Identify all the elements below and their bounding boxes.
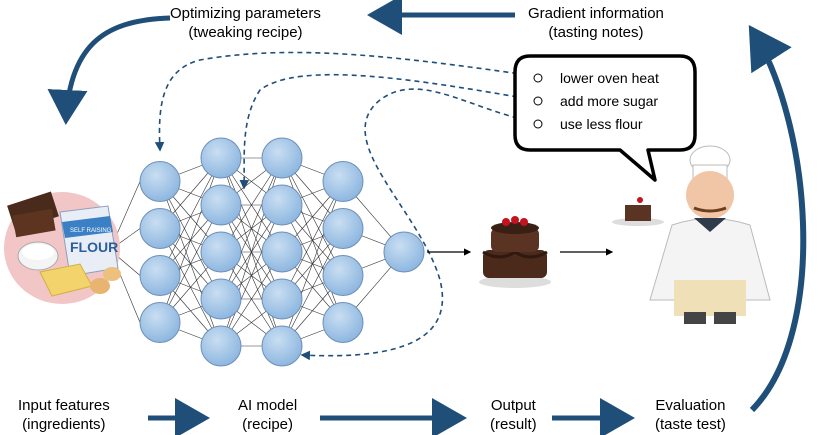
- network-node-layer3-2: [261, 184, 303, 226]
- network-node-layer2-2: [200, 184, 242, 226]
- network-edge: [220, 204, 283, 347]
- network-node-layer3-1: [261, 137, 303, 179]
- network-node-layer2-4: [200, 278, 242, 320]
- neural-network: [139, 137, 425, 367]
- dashed-feedback-3: [300, 88, 536, 361]
- network-edge: [281, 228, 344, 347]
- network-node-layer1-4: [139, 302, 181, 343]
- output-line2: (result): [490, 416, 537, 433]
- bubble-item-3: use less flour: [560, 116, 643, 132]
- network-node-layer4-4: [322, 302, 364, 343]
- optimizing-parameters-label: Optimizing parameters (tweaking recipe): [170, 4, 321, 42]
- chocolate-bar-icon: [7, 191, 59, 238]
- network-node-layer5-1: [383, 231, 425, 273]
- network-edge: [159, 157, 222, 323]
- input-line1: Input features: [18, 397, 110, 414]
- gradient-information-label: Gradient information (tasting notes): [528, 4, 664, 42]
- arrow-optimizing-to-input: [47, 15, 171, 125]
- arrow-evaluation-to-gradient: [748, 24, 807, 413]
- flour-bag-top-text: SELF RAISING: [70, 228, 112, 234]
- bubble-item-1: lower oven heat: [560, 70, 659, 86]
- sugar-bowl-icon: [17, 241, 59, 271]
- dashed-feedback-1: [154, 51, 536, 152]
- output-label: Output (result): [490, 396, 537, 434]
- network-node-layer4-1: [322, 161, 364, 202]
- network-node-layer1-3: [139, 255, 181, 296]
- speech-bubble: [513, 54, 697, 182]
- input-line2: (ingredients): [22, 416, 106, 433]
- network-node-layer4-2: [322, 208, 364, 249]
- evaluation-line1: Evaluation: [655, 397, 726, 414]
- evaluation-label: Evaluation (taste test): [655, 396, 726, 434]
- model-line1: AI model: [238, 397, 298, 414]
- network-edge: [281, 181, 344, 347]
- cake-icon: [479, 216, 551, 288]
- network-node-layer4-3: [322, 255, 364, 296]
- bubble-bullet-1: [533, 73, 543, 83]
- evaluation-line2: (taste test): [655, 416, 726, 433]
- chef-icon: [612, 145, 771, 324]
- ingredients-illustration: SELF RAISING FLOUR: [4, 191, 121, 304]
- network-node-layer1-2: [139, 208, 181, 249]
- network-edge: [159, 157, 222, 276]
- model-line2: (recipe): [242, 416, 294, 433]
- bubble-bullet-3: [533, 119, 543, 129]
- optimizing-line2: (tweaking recipe): [188, 24, 303, 41]
- network-node-layer2-3: [200, 231, 242, 273]
- network-node-layer3-3: [261, 231, 303, 273]
- network-edge: [220, 157, 283, 300]
- network-node-layer3-5: [261, 325, 303, 367]
- network-node-layer1-1: [139, 161, 181, 202]
- ai-model-label: AI model (recipe): [238, 396, 297, 434]
- input-features-label: Input features (ingredients): [18, 396, 110, 434]
- network-edge: [159, 204, 222, 323]
- eggs-icon: [90, 267, 121, 294]
- network-node-layer2-5: [200, 325, 242, 367]
- bubble-item-2: add more sugar: [560, 93, 659, 109]
- dashed-feedback-2: [239, 73, 536, 190]
- network-edge: [281, 181, 344, 300]
- flour-bag-icon: SELF RAISING FLOUR: [59, 205, 119, 277]
- network-node-layer2-1: [200, 137, 242, 179]
- flour-bag-main-text: FLOUR: [70, 239, 118, 255]
- network-node-layer3-4: [261, 278, 303, 320]
- gradient-line1: Gradient information: [528, 5, 664, 22]
- gradient-line2: (tasting notes): [548, 24, 644, 41]
- optimizing-line1: Optimizing parameters: [170, 5, 321, 22]
- bubble-bullet-2: [533, 96, 543, 106]
- output-line1: Output: [490, 397, 536, 414]
